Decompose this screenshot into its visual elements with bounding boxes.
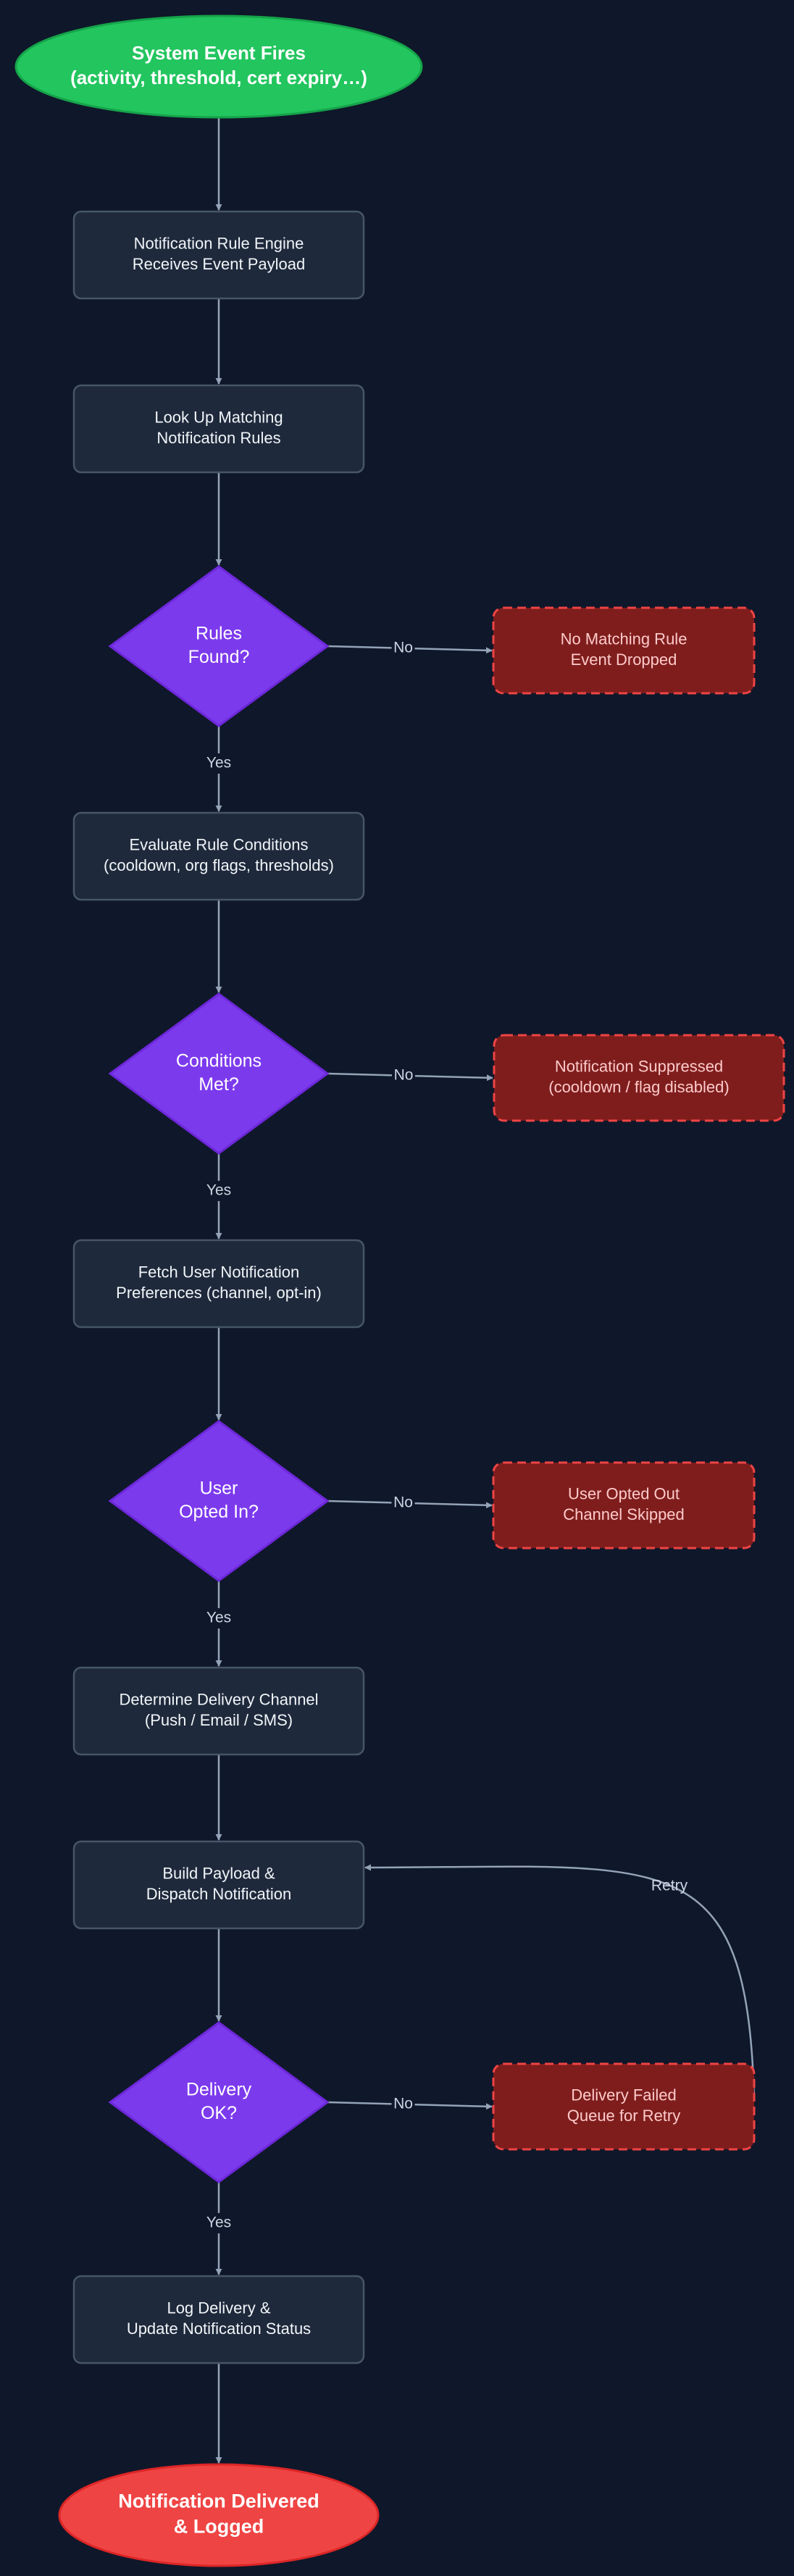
node-label-line: System Event Fires — [132, 42, 306, 64]
node-shape — [14, 14, 423, 119]
node-suppressed: Notification Suppressed (cooldown / flag … — [493, 1034, 785, 1122]
edge-label-yes: Yes — [206, 755, 231, 771]
node-log: Log Delivery & Update Notification Status — [72, 2275, 365, 2364]
node-label-line: Look Up Matching — [154, 409, 283, 427]
node-shape — [72, 210, 365, 300]
node-label-line: Evaluate Rule Conditions — [129, 836, 308, 854]
edge-label-yes: Yes — [206, 2215, 231, 2231]
node-label-line: Delivery — [186, 2079, 252, 2099]
node-label-line: Notification Rule Engine — [134, 235, 304, 253]
node-label-line: User Opted Out — [568, 1485, 680, 1503]
edge-label-yes: Yes — [206, 1610, 231, 1626]
node-label-line: Opted In? — [179, 1502, 259, 1522]
node-label-line: Preferences (channel, opt-in) — [116, 1284, 322, 1302]
node-shape — [492, 2062, 756, 2151]
node-label-line: Notification Delivered — [118, 2491, 319, 2512]
node-shape — [72, 811, 365, 901]
node-label-line: Determine Delivery Channel — [119, 1691, 318, 1709]
node-label-line: Queue for Retry — [567, 2107, 681, 2125]
node-label-line: Met? — [198, 1074, 239, 1095]
node-shape — [72, 384, 365, 474]
node-end: Notification Delivered & Logged — [58, 2463, 380, 2567]
node-label-line: (activity, threshold, cert expiry…) — [70, 67, 367, 88]
node-shape — [58, 2463, 380, 2567]
edge-label-yes-bg — [203, 2213, 235, 2233]
edge-label-no: No — [393, 2096, 413, 2112]
node-shape — [72, 1666, 365, 1756]
node-shape — [493, 1034, 785, 1122]
node-label-line: Found? — [188, 647, 250, 667]
node-label-line: Notification Rules — [156, 429, 280, 447]
node-label-line: No Matching Rule — [561, 630, 688, 648]
node-evaluate: Evaluate Rule Conditions (cooldown, org f… — [72, 811, 365, 901]
node-shape — [72, 1840, 365, 1930]
node-label-line: Channel Skipped — [563, 1505, 685, 1523]
edge-label-retry: Retry — [651, 1878, 688, 1894]
node-label-line: Dispatch Notification — [146, 1885, 292, 1903]
node-start: System Event Fires (activity, threshold, … — [14, 14, 423, 119]
node-shape — [108, 2021, 330, 2183]
node-label-line: Rules — [196, 623, 242, 643]
node-shape — [108, 565, 330, 727]
edge-label-no-bg — [392, 1066, 415, 1086]
node-label-line: Build Payload & — [162, 1865, 275, 1883]
edge-label-yes: Yes — [206, 1182, 231, 1199]
node-label-line: (Push / Email / SMS) — [145, 1711, 293, 1729]
edge-label-no: No — [394, 1067, 414, 1084]
node-label-line: Event Dropped — [571, 651, 677, 669]
edge-label-no: No — [393, 640, 413, 656]
node-label-line: Update Notification Status — [127, 2320, 311, 2338]
edge-label-no-bg — [391, 2094, 415, 2115]
node-label-line: Conditions — [176, 1050, 262, 1071]
node-build: Build Payload & Dispatch Notification — [72, 1840, 365, 1930]
edge-retry — [364, 1864, 756, 2100]
node-label-line: Fetch User Notification — [138, 1263, 300, 1281]
node-label-line: Receives Event Payload — [133, 255, 305, 273]
node-label-line: User — [200, 1478, 238, 1498]
node-label-line: & Logged — [174, 2516, 264, 2538]
node-label-line: (cooldown, org flags, thresholds) — [104, 856, 334, 874]
node-label-line: Log Delivery & — [167, 2299, 270, 2317]
edge-label-no-bg — [391, 638, 415, 658]
edge-label-no-bg — [391, 1493, 415, 1513]
node-shape — [492, 1461, 756, 1550]
node-shape — [108, 992, 330, 1155]
node-shape — [72, 2275, 365, 2364]
node-shape — [492, 606, 756, 695]
node-label-line: (cooldown / flag disabled) — [548, 1078, 729, 1096]
node-label-line: Delivery Failed — [571, 2086, 677, 2104]
edge-label-yes-bg — [203, 753, 235, 774]
node-label-line: Notification Suppressed — [555, 1058, 723, 1076]
node-shape — [108, 1420, 330, 1582]
edge-label-no: No — [393, 1494, 413, 1511]
node-shape — [72, 1239, 365, 1329]
node-label-line: OK? — [201, 2103, 237, 2123]
edge-label-yes-bg — [203, 1181, 235, 1201]
node-channel: Determine Delivery Channel (Push / Email … — [72, 1666, 365, 1756]
edge-label-yes-bg — [203, 1608, 235, 1628]
